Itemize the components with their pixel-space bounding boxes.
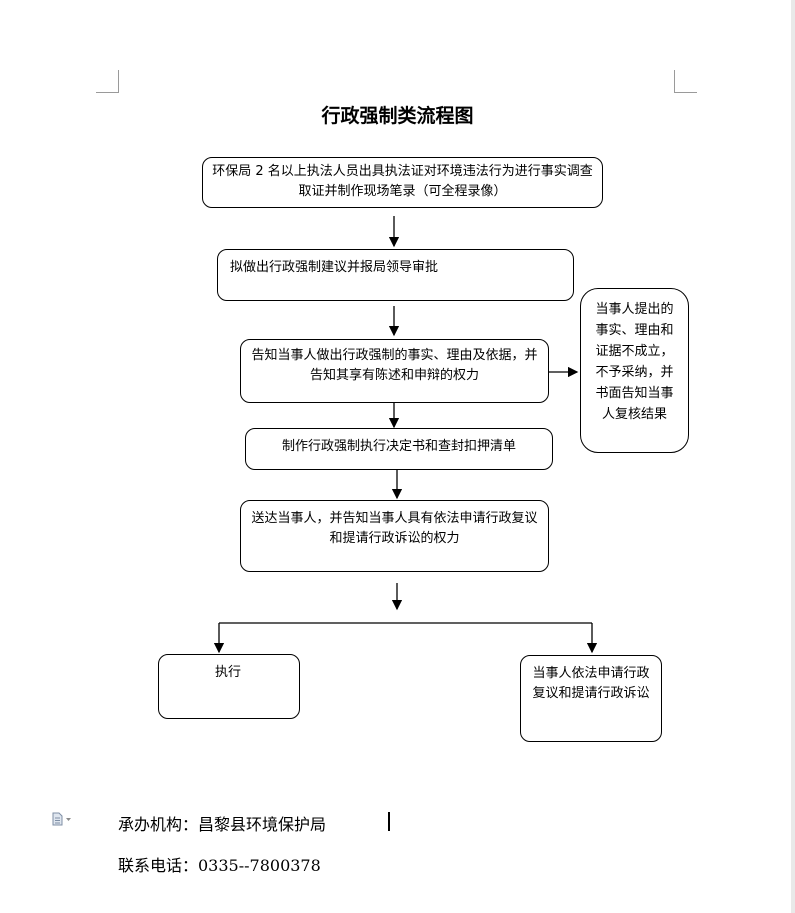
footer-organization: 承办机构：昌黎县环境保护局	[118, 815, 327, 834]
flow-step-notify-party: 告知当事人做出行政强制的事实、理由及依据，并告知其享有陈述和申辩的权力	[240, 339, 549, 403]
flow-step-investigation-text: 环保局 2 名以上执法人员出具执法证对环境违法行为进行事实调查取证并制作现场笔录…	[212, 164, 593, 199]
flow-branch-appeal: 当事人依法申请行政复议和提请行政诉讼	[520, 655, 662, 742]
text-cursor	[388, 812, 390, 831]
crop-mark-top-right	[674, 70, 697, 93]
page-edge-scrollbar	[791, 0, 795, 913]
flow-step-decision-document-text: 制作行政强制执行决定书和查封扣押清单	[281, 439, 516, 454]
flow-step-deliver-notice-text: 送达当事人，并告知当事人具有依法申请行政复议和提请行政诉讼的权力	[251, 511, 538, 546]
flow-side-review-result: 当事人提出的事实、理由和证据不成立，不予采纳，并书面告知当事人复核结果	[580, 288, 689, 453]
flow-step-decision-document: 制作行政强制执行决定书和查封扣押清单	[245, 428, 553, 470]
flow-branch-execute-text: 执行	[215, 665, 242, 680]
paragraph-options-icon[interactable]	[52, 812, 72, 826]
flow-branch-execute: 执行	[158, 654, 300, 719]
flow-side-review-result-text: 当事人提出的事实、理由和证据不成立，不予采纳，并书面告知当事人复核结果	[595, 302, 674, 422]
flow-step-deliver-notice: 送达当事人，并告知当事人具有依法申请行政复议和提请行政诉讼的权力	[240, 500, 549, 572]
document-title: 行政强制类流程图	[321, 105, 474, 127]
crop-mark-top-left	[96, 70, 119, 93]
footer-phone: 联系电话：0335--7800378	[118, 856, 321, 875]
flow-branch-appeal-text: 当事人依法申请行政复议和提请行政诉讼	[532, 666, 650, 701]
flow-step-notify-party-text: 告知当事人做出行政强制的事实、理由及依据，并告知其享有陈述和申辩的权力	[251, 348, 538, 383]
flow-step-draft-proposal-text: 拟做出行政强制建议并报局领导审批	[230, 260, 439, 275]
flow-step-investigation: 环保局 2 名以上执法人员出具执法证对环境违法行为进行事实调查取证并制作现场笔录…	[202, 157, 603, 208]
flow-step-draft-proposal: 拟做出行政强制建议并报局领导审批	[217, 249, 574, 301]
